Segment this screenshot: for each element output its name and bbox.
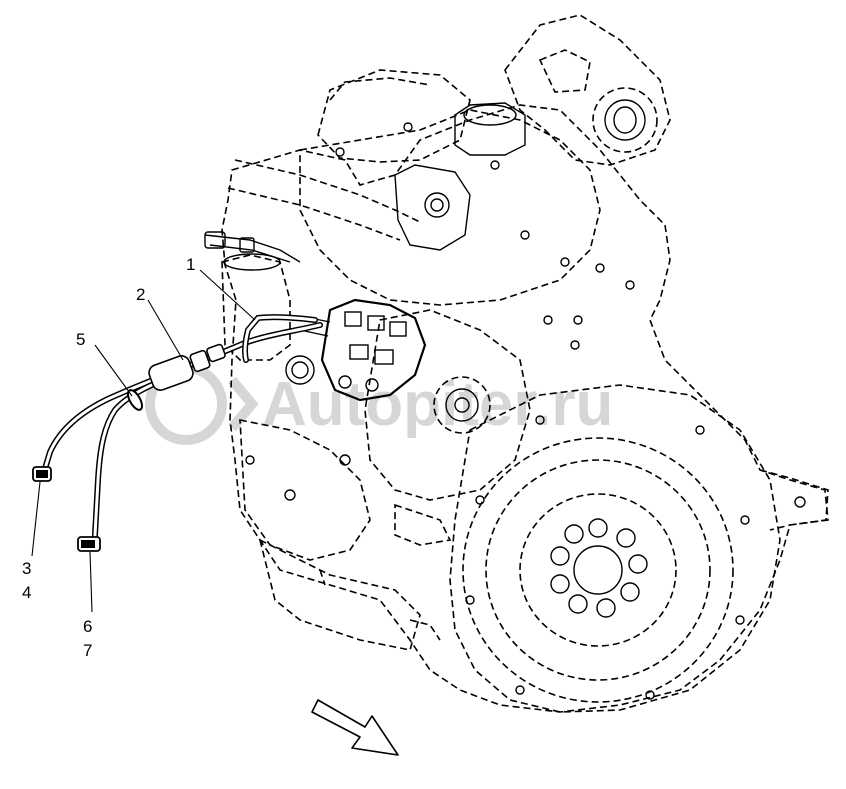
callouts: 1 2 5 3 4 6 7 — [22, 255, 195, 660]
sensor-harness — [32, 314, 323, 552]
sensor-body — [148, 343, 226, 391]
callout-3: 3 — [22, 559, 31, 578]
callout-4: 4 — [22, 583, 31, 602]
watermark-text: Autopiter.ru — [262, 370, 613, 439]
watermark: Autopiter.ru — [145, 363, 613, 445]
arrow-icon — [311, 699, 399, 756]
connector-lower — [77, 536, 101, 552]
engine-outline — [204, 14, 829, 713]
leader-lines — [31, 269, 256, 613]
callout-2: 2 — [136, 285, 145, 304]
callout-1: 1 — [186, 255, 195, 274]
head-bolts — [335, 122, 635, 350]
connector-left — [32, 466, 52, 482]
callout-7: 7 — [83, 641, 92, 660]
callout-5: 5 — [76, 330, 85, 349]
flywheel-bolt-holes — [550, 518, 648, 618]
injection-pump — [285, 298, 427, 402]
callout-6: 6 — [83, 617, 92, 636]
